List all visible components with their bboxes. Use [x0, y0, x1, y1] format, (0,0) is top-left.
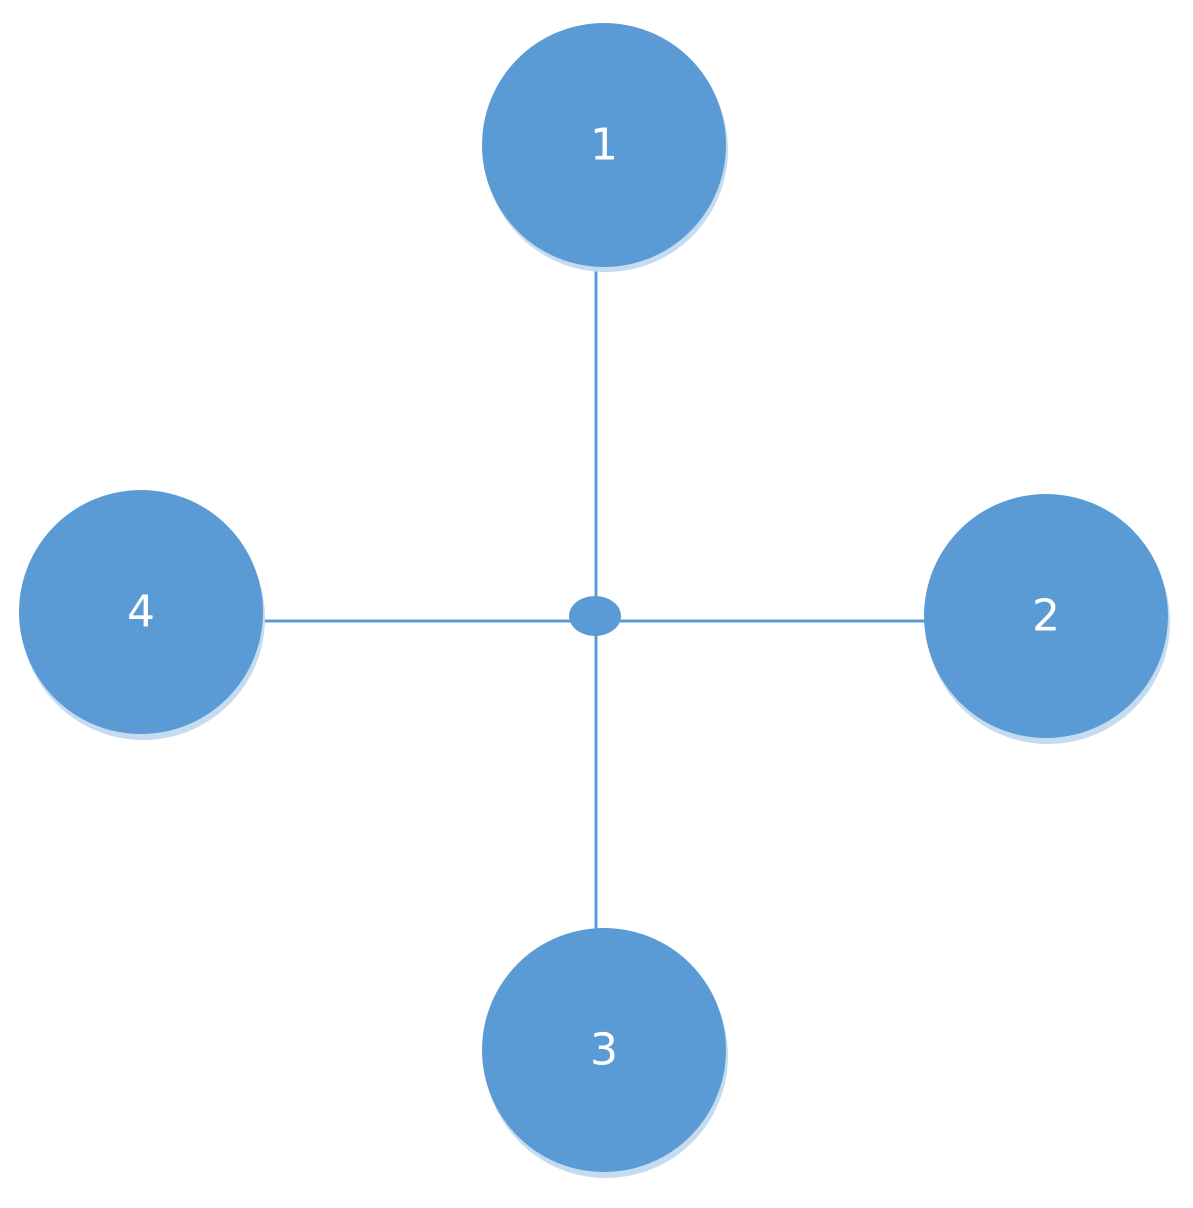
node-1-circle — [482, 23, 726, 267]
node-1: 1 — [482, 23, 728, 272]
node-4: 4 — [19, 490, 265, 740]
connector-lines — [262, 266, 926, 930]
node-1-label: 1 — [590, 120, 618, 171]
hub-node — [569, 596, 621, 636]
node-4-circle — [19, 490, 263, 734]
node-3-label: 3 — [590, 1025, 618, 1076]
node-2-circle — [924, 494, 1168, 738]
node-3-circle — [482, 928, 726, 1172]
node-2: 2 — [924, 494, 1170, 744]
node-3: 3 — [482, 928, 728, 1178]
node-4-label: 4 — [127, 587, 155, 638]
node-2-label: 2 — [1032, 591, 1060, 642]
